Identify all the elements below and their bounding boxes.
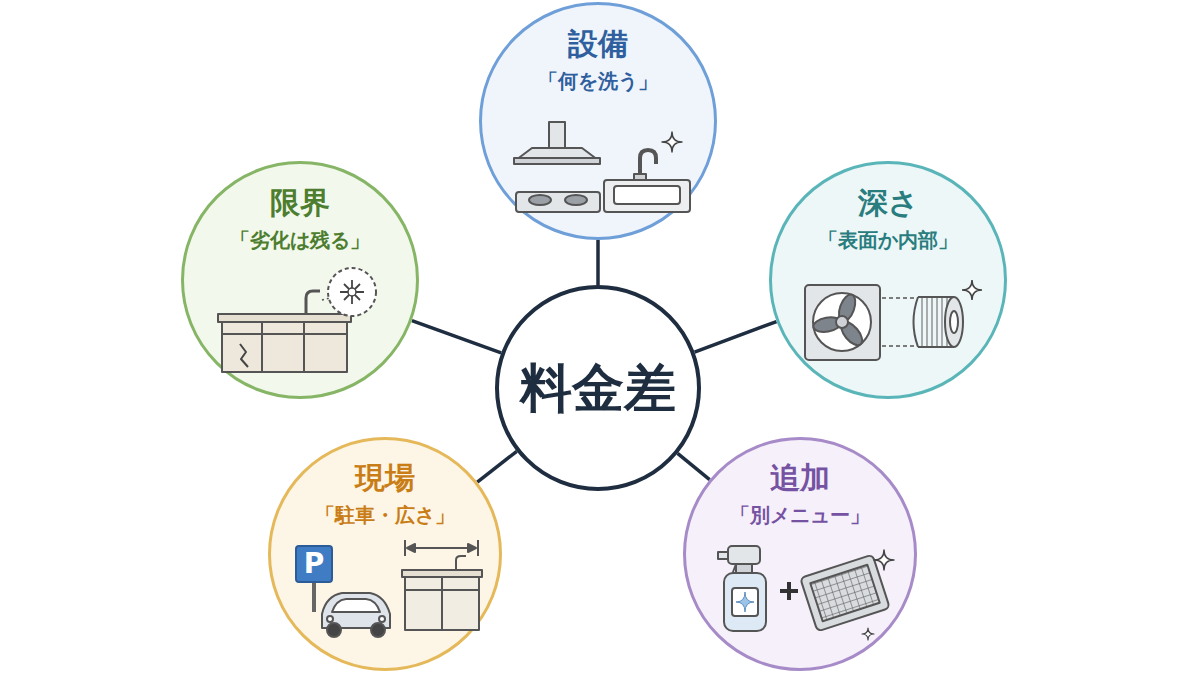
text-group: 深さ「表面か内部」: [769, 185, 1007, 253]
limit-icons: [218, 268, 376, 372]
connector-line: [412, 321, 501, 353]
circle-title: 追加: [770, 460, 830, 496]
parking-letter: P: [296, 546, 332, 582]
center-circle: 料金差: [495, 285, 701, 491]
text-group: 追加「別メニュー」: [683, 460, 917, 528]
text-group: 料金差: [495, 285, 701, 491]
text-group: 設備「何を洗う」: [479, 26, 717, 94]
connector-line: [596, 240, 600, 285]
circle-subtitle: 「劣化は残る」: [230, 227, 370, 253]
text-group: 限界「劣化は残る」: [181, 185, 419, 253]
circle-subtitle: 「表面か内部」: [818, 227, 958, 253]
extra-icons: [718, 546, 894, 640]
circle-subtitle: 「別メニュー」: [730, 502, 870, 528]
text-group: 現場「駐車・広さ」: [268, 460, 502, 528]
connector-line: [678, 453, 710, 479]
equipment-icons: [514, 122, 690, 212]
center-label: 料金差: [520, 357, 676, 419]
fan-icons: [805, 280, 982, 360]
circle-title: 深さ: [858, 185, 919, 221]
circle-title: 現場: [355, 460, 415, 496]
site-icons: [296, 540, 482, 637]
connector-line: [477, 451, 516, 482]
circle-subtitle: 「何を洗う」: [538, 68, 658, 94]
circle-title: 設備: [568, 26, 628, 62]
circle-subtitle: 「駐車・広さ」: [315, 502, 455, 528]
connector-line: [695, 322, 777, 353]
circle-title: 限界: [270, 185, 330, 221]
